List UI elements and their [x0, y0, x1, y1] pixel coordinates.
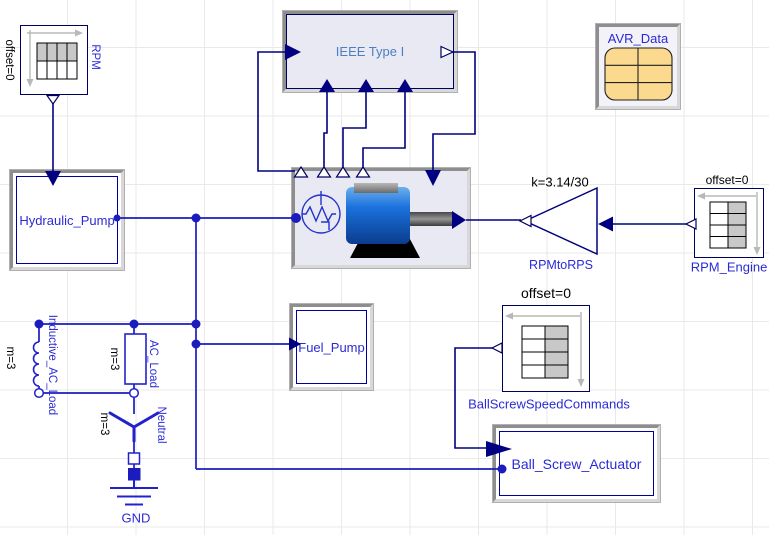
rpm-source-table-icon [26, 29, 83, 87]
inductor-coil-icon[interactable] [32, 341, 40, 387]
gen-top-port-1[interactable] [293, 165, 309, 178]
gain-param-label: k=3.14/30 [531, 174, 589, 190]
commands-name-label: BallScrewSpeedCommands [468, 396, 630, 412]
acload-name-label: AC_Load [147, 340, 159, 388]
block-ieee-type1-exciter[interactable]: IEEE Type I [283, 11, 457, 92]
rpm-engine-name-label: RPM_Engine [690, 259, 768, 275]
rpm-source-param-label: offset=0 [3, 39, 15, 81]
resistor-icon[interactable] [124, 333, 147, 385]
signal-wires [52, 51, 687, 449]
acload-param-label: m=3 [108, 347, 120, 371]
output-ports [45, 45, 697, 354]
hydraulic-pump-label: Hydraulic_Pump [19, 212, 115, 228]
gen-top-port-3[interactable] [335, 165, 351, 178]
junction-dot[interactable] [191, 339, 201, 349]
avr-data-table-icon [604, 47, 673, 101]
ball-screw-actuator-frame: Ball_Screw_Actuator [499, 431, 654, 496]
gen-top-port-4[interactable] [355, 165, 371, 178]
wire-gen-to-ieee-b3[interactable] [362, 92, 406, 167]
input-ports [45, 44, 512, 457]
fuel-pump-frame: Fuel_Pump [296, 310, 367, 384]
negative-pins [33, 387, 140, 399]
wire-ieee-out-to-gen[interactable] [432, 51, 476, 170]
motor-icon [346, 183, 466, 258]
acload-bottom-pin[interactable] [128, 387, 140, 399]
wire-commands-to-actuator[interactable] [454, 347, 494, 449]
neutral-name-label: Neutral [155, 406, 167, 444]
ieee-b3-port[interactable] [397, 79, 413, 92]
ieee-label: IEEE Type I [335, 44, 405, 59]
neutral-param-label: m=3 [98, 412, 110, 436]
ieee-b1-port[interactable] [319, 79, 335, 92]
gain-name-label: RPMtoRPS [529, 258, 593, 272]
neutral-pin-port[interactable] [127, 452, 141, 465]
commands-output-port[interactable] [490, 342, 503, 354]
gen-excitation-port[interactable] [425, 170, 441, 186]
avr-data-label: AVR_Data [607, 31, 669, 46]
wire-gen-to-ieee-b2[interactable] [342, 92, 367, 167]
rpm-source-output-port[interactable] [45, 94, 61, 106]
machine-circle-icon [301, 191, 341, 234]
block-ball-screw-actuator[interactable]: Ball_Screw_Actuator [493, 425, 660, 502]
ball-screw-actuator-label: Ball_Screw_Actuator [511, 455, 642, 472]
rpm-source-name-label: RPM [89, 44, 101, 70]
actuator-electrical-pin[interactable] [497, 464, 507, 474]
star-icon[interactable] [108, 411, 160, 443]
ieee-input-port[interactable] [285, 44, 301, 60]
junction-dot[interactable] [191, 319, 201, 329]
wire-gen-to-ieee-b1[interactable] [323, 92, 328, 167]
gain-output-port[interactable] [518, 214, 532, 228]
rpm-engine-param-label: offset=0 [705, 173, 749, 187]
inductor-name-label: Inductive_AC_Load [46, 314, 58, 416]
ieee-output-port[interactable] [440, 45, 455, 59]
inductor-param-label: m=3 [4, 346, 16, 370]
gain-icon[interactable] [518, 186, 613, 256]
gnd-label: GND [121, 510, 151, 526]
inductor-bottom-pin[interactable] [33, 387, 45, 399]
gen-top-port-2[interactable] [316, 165, 332, 178]
fuel-pump-label: Fuel_Pump [298, 339, 365, 355]
ieee-b2-port[interactable] [358, 79, 374, 92]
fuel-pump-input-port[interactable] [289, 337, 301, 351]
acload-top-pin[interactable] [129, 319, 139, 329]
hydraulic-pin[interactable] [113, 214, 121, 222]
junction-dot[interactable] [191, 213, 201, 223]
ground-icon[interactable] [110, 480, 158, 506]
actuator-input-port[interactable] [486, 441, 512, 457]
commands-param-label: offset=0 [521, 285, 571, 301]
wire-gen-to-ieee-input[interactable] [257, 51, 295, 172]
rpm-engine-output-port[interactable] [684, 218, 697, 230]
electrical-pins [34, 213, 507, 474]
flange-arrow-icon [452, 211, 466, 229]
hydraulic-input-port[interactable] [45, 171, 61, 186]
gain-input-port[interactable] [598, 216, 613, 232]
ground-pin-port[interactable] [128, 468, 141, 481]
block-hydraulic-pump[interactable]: Hydraulic_Pump [10, 170, 124, 270]
rpm-engine-table-icon [697, 192, 761, 255]
inductor-top-pin[interactable] [34, 319, 44, 329]
gen-electrical-pin[interactable] [291, 213, 301, 223]
ballscrew-commands-table-icon [505, 312, 585, 387]
